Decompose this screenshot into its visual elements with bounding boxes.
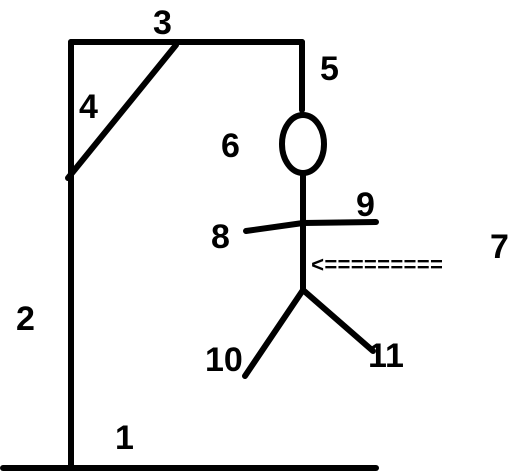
label-left-leg: 10 [205,341,243,379]
label-body: 7 [490,228,509,266]
label-head: 6 [221,127,240,165]
arm-left [243,220,306,234]
arm-right [300,219,379,226]
label-post: 2 [16,300,35,338]
label-rope: 5 [320,50,339,88]
label-beam: 3 [153,4,172,42]
label-base: 1 [115,419,134,457]
label-right-leg: 11 [368,337,404,375]
gallows-brace [65,42,179,181]
head [279,112,327,176]
label-right-arm: 9 [356,186,375,224]
leg-right [300,287,376,354]
body-arrow: <========= [311,254,443,279]
label-left-arm: 8 [211,218,230,256]
label-brace: 4 [79,88,98,126]
leg-left [242,287,306,379]
